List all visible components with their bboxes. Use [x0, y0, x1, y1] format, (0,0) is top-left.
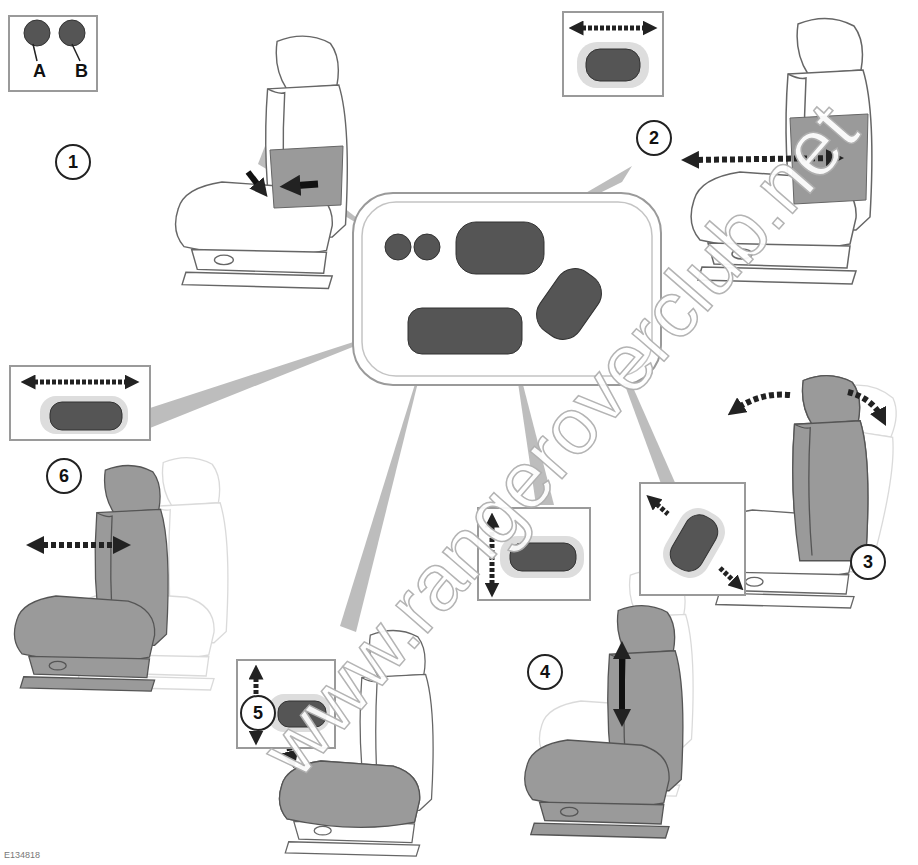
dashed-arrow — [735, 395, 790, 410]
callout-number: 4 — [540, 662, 550, 683]
switch-halo — [577, 42, 649, 88]
switch-halo — [40, 396, 128, 434]
lumbar-arrow — [248, 172, 262, 190]
switch-button — [414, 234, 440, 260]
dashed-arrow — [28, 380, 132, 385]
switch-button — [456, 222, 544, 274]
watermark: www.rangeroverclub.net — [244, 86, 876, 794]
seat-slide — [14, 458, 227, 692]
dashed-arrow — [652, 500, 668, 514]
lumbar-arrow — [290, 184, 318, 186]
switch-button — [665, 509, 723, 576]
callout-circle: 6 — [46, 458, 82, 494]
callout-circle: 1 — [55, 144, 91, 180]
switch-letter: B — [75, 61, 88, 82]
backrest-shaded — [793, 376, 868, 561]
inset-switch — [563, 12, 663, 96]
switch-button — [24, 20, 50, 46]
switch-button — [385, 234, 411, 260]
inset-box: AB — [8, 15, 98, 92]
figure-code: E134818 — [4, 850, 40, 860]
callout-circle: 4 — [527, 654, 563, 690]
leader-line — [72, 44, 80, 61]
dashed-arrow — [720, 568, 738, 585]
seat-shaded — [525, 606, 683, 838]
inset-switch — [640, 483, 745, 595]
dashed-arrow — [848, 392, 882, 418]
inset-background — [8, 15, 98, 92]
seat-shaded — [14, 465, 168, 691]
leader-line — [33, 44, 37, 61]
callout-circle: 2 — [636, 120, 672, 156]
inset-switch — [10, 366, 150, 440]
inset-frame — [640, 483, 745, 595]
callout-circle: 3 — [850, 544, 886, 580]
switch-button — [408, 308, 522, 354]
switch-letter: A — [33, 61, 46, 82]
inset-frame — [10, 366, 150, 440]
switch-button — [586, 49, 640, 81]
inset-ab-switches — [8, 15, 98, 92]
inset-frame — [563, 12, 663, 96]
lumbar-pad — [270, 146, 343, 208]
callout-number: 1 — [68, 152, 78, 173]
seat-lumbar — [176, 36, 348, 288]
seat-outline — [176, 36, 348, 288]
solid-arrow — [619, 650, 625, 718]
switch-button — [50, 402, 122, 430]
callout-number: 2 — [649, 128, 659, 149]
callout-number: 6 — [59, 466, 69, 487]
dashed-arrow — [576, 26, 650, 31]
seat-height — [525, 570, 693, 838]
dashed-arrow — [35, 542, 122, 548]
switch-button — [59, 20, 85, 46]
callout-number: 3 — [863, 552, 873, 573]
